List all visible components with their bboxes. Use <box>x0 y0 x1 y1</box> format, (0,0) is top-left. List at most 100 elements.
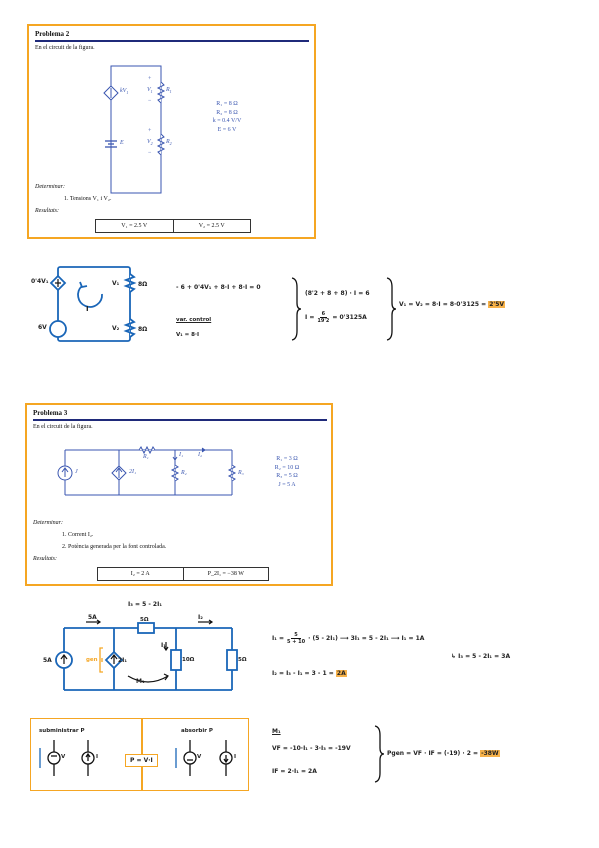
p3-params: R₁ = 3 Ω R₂ = 10 Ω R₃ = 5 Ω J = 5 A <box>265 455 309 489</box>
p2-v1-minus: − <box>148 98 152 104</box>
h2-eq2-rhs: = 0'3125A <box>332 314 367 321</box>
p2-results-table: V₁ = 2.5 V V₂ = 2.5 V <box>95 219 251 233</box>
p2-v2-minus: − <box>148 150 152 156</box>
h2-eq2-lhs: I = <box>305 314 315 321</box>
p3-result-p: P_2I₁ = −38 W <box>182 568 269 580</box>
hand-circuit-2 <box>49 266 137 342</box>
p3-determinar-label: Determinar: <box>33 520 63 526</box>
h3-mesh: M₁ <box>136 678 145 685</box>
p2-source-label: kV1 <box>120 88 129 96</box>
power-convention-box: subministrar P absorbir P P = V·I <box>30 718 249 791</box>
h3-eq-i1-num: 5 <box>291 632 301 639</box>
h2-v1: V₁ <box>112 280 120 287</box>
problem-3-circuit <box>57 445 237 496</box>
h2-src-label: 0'4V₁ <box>31 278 49 285</box>
h2-r2: 8Ω <box>138 326 148 333</box>
power-formula: P = V·I <box>125 754 158 767</box>
p3-task-2: 2. Potència generada per la font control… <box>62 544 167 550</box>
h2-eq2-frac: 6 19'2 <box>317 311 329 324</box>
p2-v2-plus: + <box>148 128 152 134</box>
p2-param-r1: R₁ = 8 Ω <box>216 101 238 107</box>
supply-v-label: V <box>61 754 66 760</box>
p2-v2-label: V2 <box>147 139 153 147</box>
p3-results-table: I₂ = 2 A P_2I₁ = −38 W <box>97 567 269 581</box>
p3-result-i2: I₂ = 2 A <box>130 571 150 577</box>
h3-i2-top: I₂ <box>198 614 203 621</box>
h2-e-label: 6V <box>38 324 47 331</box>
p2-r2-label: R2 <box>166 139 172 147</box>
p3-results-label: Resultats: <box>33 556 57 562</box>
problem-3-intro: En el circuit de la figura. <box>33 424 93 430</box>
problem-2-rule <box>35 40 309 42</box>
h4-if: IF = 2·I₁ = 2A <box>272 768 317 775</box>
problem-2-intro: En el circuit de la figura. <box>35 45 95 51</box>
absorb-i-label: I <box>234 754 237 760</box>
p3-param-r1: R₁ = 3 Ω <box>276 456 298 462</box>
absorb-v-label: V <box>197 754 202 760</box>
h3-five-a-src: 5A <box>43 657 52 664</box>
h2-eq1: (8'2 + 8 + 8) · I = 6 <box>305 290 370 297</box>
p3-param-j: J = 5 A <box>278 481 296 488</box>
problem-2-box: Problema 2 En el circuit de la figura. k… <box>27 24 316 239</box>
h3-eq-i2-value: 2A <box>335 670 347 677</box>
p3-task-1: 1. Corrent I₂. <box>62 532 94 538</box>
h4-pgen-prefix: Pgen = VF · IF = (-19) · 2 = <box>387 750 479 757</box>
problem-2-circuit <box>103 65 166 194</box>
p2-task-1: 1. Tensions V₁ i V₂. <box>64 196 112 202</box>
problem-2-title: Problema 2 <box>35 30 70 38</box>
h4-vf: VF = -10·I₁ - 3·I₃ = -19V <box>272 745 351 752</box>
h3-eq-i1-mid: · (5 - 2I₁) ⟶ 3I₁ = 5 - 2I₁ ⟶ I₁ = 1A <box>308 635 425 642</box>
h2-final-value: 2'5V <box>488 301 506 308</box>
p2-param-e: E = 6 V <box>217 126 237 133</box>
h3-i1: I₁ <box>161 642 166 649</box>
p2-v1-label: V1 <box>147 87 153 95</box>
h2-r1: 8Ω <box>138 281 148 288</box>
h2-final-prefix: V₁ = V₂ = 8·I = 8·0'3125 = <box>399 301 487 308</box>
h3-eq-i1: I₁ = 5 5 + 10 · (5 - 2I₁) ⟶ 3I₁ = 5 - 2I… <box>272 632 424 645</box>
p3-r3-label: R₃ <box>238 470 244 476</box>
p2-params: R₁ = 8 Ω R₂ = 8 Ω k = 0.4 V/V E = 6 V <box>207 100 247 134</box>
p2-v1-plus: + <box>148 76 152 82</box>
p2-e-label: E <box>120 140 124 146</box>
p3-param-r2: R₂ = 10 Ω <box>274 464 300 471</box>
h3-r10: 10Ω <box>182 657 195 663</box>
h2-var-control: var. control <box>176 317 212 323</box>
absorb-label: absorbir P <box>181 728 213 734</box>
problem-3-box: Problema 3 En el circuit de la figura. R… <box>25 403 333 586</box>
h3-dep: 2I₁ <box>118 657 128 664</box>
h3-eq-i1-frac: 5 5 + 10 <box>287 632 305 645</box>
p2-param-k: k = 0.4 V/V <box>212 118 242 124</box>
p2-results-label: Resultats: <box>35 208 59 214</box>
h3-eq-i3: ↳ I₃ = 5 - 2I₁ = 3A <box>451 653 511 660</box>
p3-i2-label: I₂ <box>198 452 203 458</box>
p2-result-v2: V₂ = 2.5 V <box>172 220 251 232</box>
h2-v2: V₂ <box>112 325 120 332</box>
h3-r5: 5Ω <box>238 657 247 663</box>
h2-eq2: I = 6 19'2 = 0'3125A <box>305 311 367 324</box>
p3-dep-label: 2I₁ <box>129 469 137 475</box>
h2-current: I <box>86 305 89 313</box>
h4-heading: M₁ <box>272 728 281 735</box>
p3-param-r3: R₃ = 5 Ω <box>276 473 298 479</box>
h4-pgen-value: -38W <box>480 750 500 757</box>
p2-result-v1: V₁ = 2.5 V <box>121 223 148 229</box>
hand-circuit-3 <box>55 619 238 691</box>
h2-eq2-den: 19'2 <box>317 318 330 324</box>
power-box-sources <box>39 740 233 776</box>
h3-r-mid: 5Ω <box>140 617 149 623</box>
h3-eq-i1-lhs: I₁ = <box>272 635 284 642</box>
p2-param-r2: R₂ = 8 Ω <box>216 109 238 116</box>
h3-five-a-top: 5A <box>88 614 97 621</box>
h2-final: V₁ = V₂ = 8·I = 8·0'3125 = 2'5V <box>399 301 506 308</box>
problem-3-title: Problema 3 <box>33 409 68 417</box>
h3-gen: gen <box>86 657 98 663</box>
supply-i-label: I <box>96 754 99 760</box>
supply-label: subministrar P <box>39 728 85 734</box>
p2-r1-label: R1 <box>166 87 172 95</box>
h3-eq-i2-prefix: I₂ = I₃ - I₁ = 3 - 1 = <box>272 670 334 677</box>
problem-3-rule <box>33 419 327 421</box>
p3-i1-label: I₁ <box>179 452 184 458</box>
p3-r1-label: R₁ <box>143 454 149 460</box>
h2-brace-2 <box>386 277 397 341</box>
h3-eq-i2: I₂ = I₃ - I₁ = 3 - 1 = 2A <box>272 670 347 677</box>
